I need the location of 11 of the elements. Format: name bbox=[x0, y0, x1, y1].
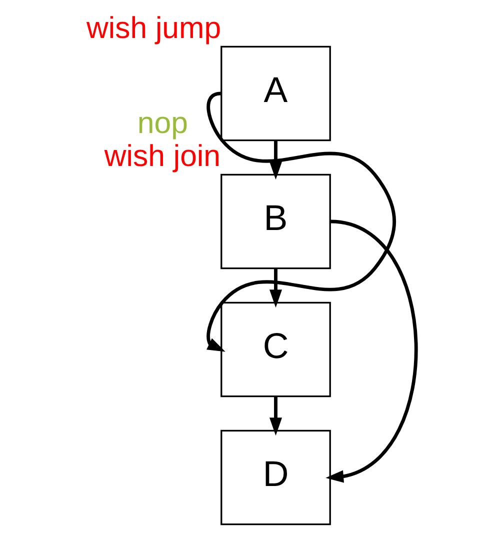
node-box: A bbox=[220, 46, 330, 142]
node-box: B bbox=[220, 174, 330, 270]
arrow bbox=[268, 268, 282, 308]
arrow bbox=[268, 396, 282, 436]
node-box: C bbox=[220, 302, 330, 398]
arrow bbox=[268, 140, 282, 180]
node-label: wish join bbox=[104, 140, 220, 173]
node-box: D bbox=[220, 430, 330, 526]
arrow bbox=[325, 220, 418, 483]
node-label: wish jump bbox=[86, 12, 221, 45]
node-label: nop bbox=[136, 106, 188, 140]
